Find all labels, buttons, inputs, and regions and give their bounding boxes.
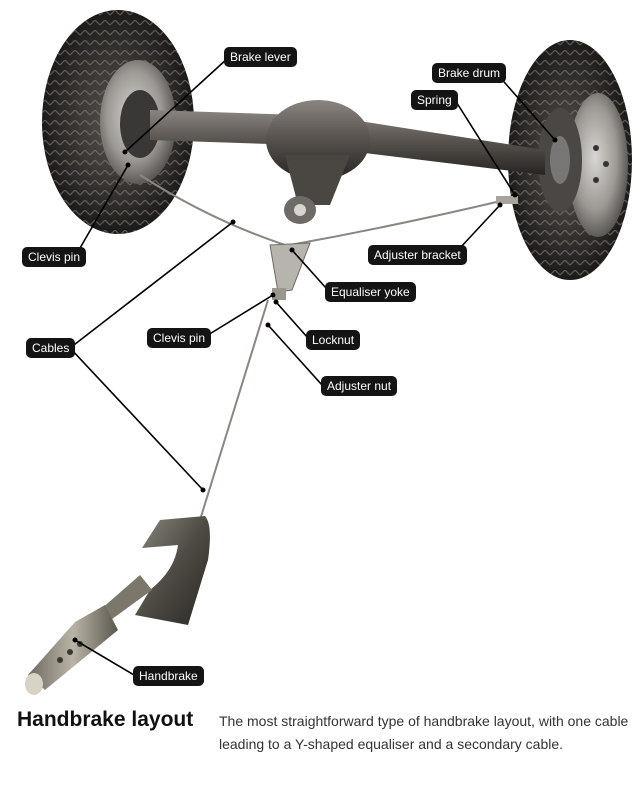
equaliser-yoke	[269, 242, 311, 300]
label-handbrake: Handbrake	[133, 666, 204, 686]
label-adjuster-nut: Adjuster nut	[321, 376, 398, 396]
handbrake-lever	[25, 516, 210, 695]
label-cables: Cables	[26, 338, 76, 358]
label-locknut: Locknut	[306, 330, 361, 350]
handbrake-layout-illustration	[25, 10, 632, 695]
label-clevis-pin-center: Clevis pin	[147, 328, 212, 348]
right-wheel	[508, 40, 632, 280]
caption-title: Handbrake layout	[17, 708, 194, 731]
label-brake-drum: Brake drum	[432, 63, 507, 83]
label-adjuster-bracket: Adjuster bracket	[368, 245, 467, 265]
cables	[139, 174, 506, 521]
label-clevis-pin-left: Clevis pin	[22, 247, 87, 267]
label-spring: Spring	[411, 90, 458, 110]
label-equaliser-yoke: Equaliser yoke	[325, 282, 416, 302]
leader-lines	[69, 57, 556, 676]
left-wheel	[42, 10, 194, 234]
label-brake-lever: Brake lever	[224, 47, 297, 67]
adjuster-bracket	[496, 196, 518, 204]
caption-text: The most straightforward type of handbra…	[219, 713, 629, 752]
leader-dots	[72, 137, 558, 643]
rear-axle	[150, 100, 545, 224]
